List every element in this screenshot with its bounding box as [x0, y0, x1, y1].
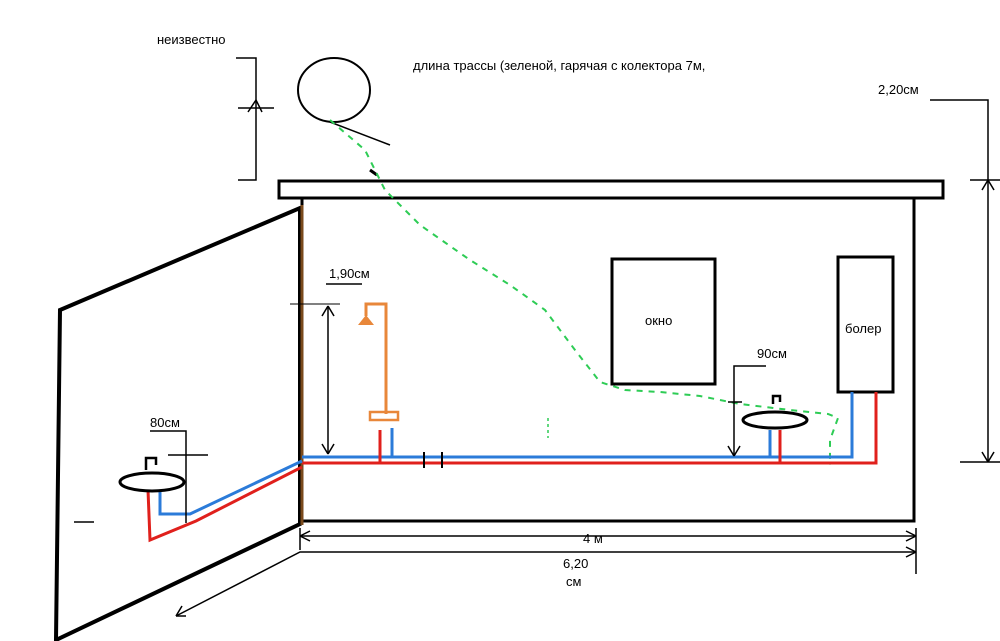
dim-sink-left-frame [150, 430, 187, 523]
roof-slab [277, 179, 945, 200]
label-height-right: 2,20см [878, 82, 919, 97]
dim-sink-right-arrow-1 [727, 445, 735, 457]
label-sink-right-height: 90см [757, 346, 787, 361]
dim-height-frame [930, 99, 989, 462]
dim-height-arrow-4 [987, 451, 995, 463]
cold-pipe-sink-left [158, 459, 303, 516]
dim-4m-arrow-3 [905, 530, 917, 537]
dim-unknown-arrow-2 [255, 99, 263, 113]
dim-shower-arrow-4 [327, 443, 335, 455]
dim-620-arrow-2 [175, 605, 183, 617]
dim-unknown-arrow-1 [247, 99, 257, 113]
hot-water-route [329, 119, 840, 465]
collector-dish [297, 57, 371, 123]
dim-620-arrow-3 [905, 546, 917, 553]
dim-unknown-frame [236, 57, 257, 181]
shower-head-icon [358, 315, 374, 325]
dim-height-arrow-2 [987, 179, 995, 191]
label-route-length: длина трассы (зеленой, гарячая с колекто… [413, 58, 706, 73]
label-boiler: болер [845, 321, 882, 336]
door-panel [53, 204, 302, 641]
faucet-left-icon [144, 456, 158, 470]
dim-620-line [175, 551, 916, 617]
dim-shower-arrow-2 [327, 305, 335, 317]
dim-shower-arrow-1 [321, 305, 329, 317]
sink-left [118, 471, 186, 493]
label-sink-left-height: 80см [150, 415, 180, 430]
dish-stand [329, 121, 391, 146]
label-window: окно [645, 313, 673, 328]
dim-sink-right-arrow-2 [733, 445, 741, 457]
label-length-620: 6,20 [563, 556, 589, 571]
dish-mount [369, 168, 378, 177]
label-length-620-unit: см [566, 574, 582, 589]
dim-sink-right-frame [733, 365, 766, 456]
dim-height-arrow-3 [981, 451, 989, 463]
dim-height-arrow-1 [981, 179, 989, 191]
dim-4m-arrow-4 [905, 535, 917, 542]
hot-pipe-boiler [780, 392, 878, 465]
hot-pipe-sink-left [146, 465, 303, 543]
back-wall [300, 199, 916, 523]
shower-pipe [364, 302, 388, 414]
cold-pipe-boiler [770, 392, 854, 459]
dim-4m-arrow-1 [299, 530, 311, 537]
faucet-right-icon [771, 394, 782, 404]
sink-right [741, 410, 809, 430]
dim-4m-arrow-2 [299, 535, 311, 542]
label-shower-height: 1,90см [329, 266, 370, 281]
dim-shower-arrow-3 [321, 443, 329, 455]
label-unknown: неизвестно [157, 32, 226, 47]
shower-mixer [368, 410, 400, 422]
boiler [836, 255, 895, 394]
window [610, 257, 717, 386]
label-length-4m: 4 м [583, 531, 603, 546]
dim-620-arrow-4 [905, 551, 917, 558]
